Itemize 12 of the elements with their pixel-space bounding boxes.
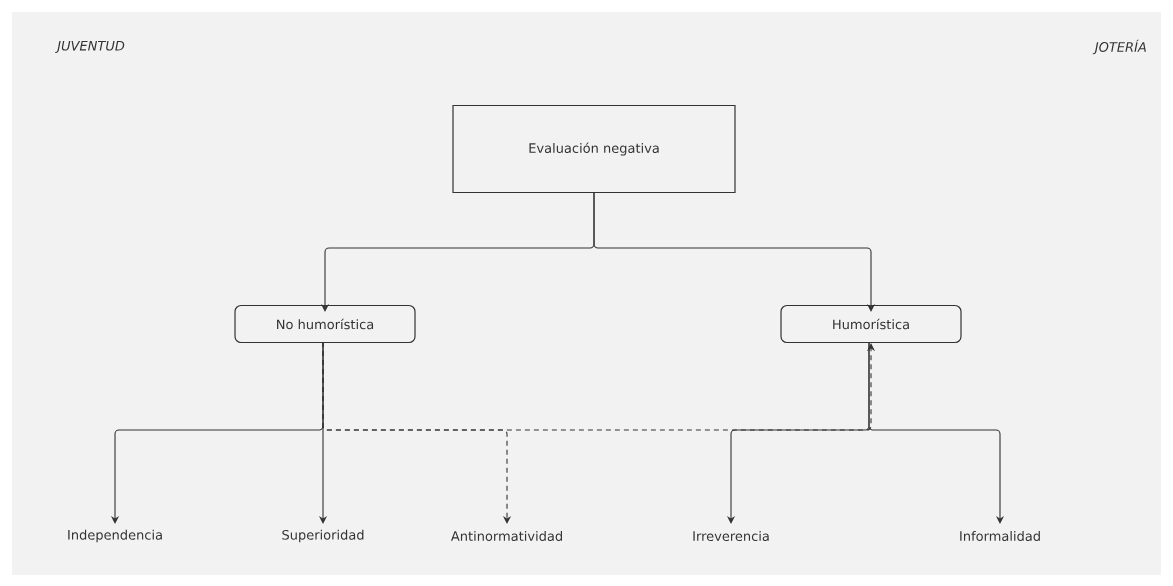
category-label: Irreverencia: [693, 530, 769, 542]
heading-label: JOTERÍA: [1092, 39, 1146, 55]
category-label: Antinormatividad: [450, 530, 562, 542]
heading-label: JUVENTUD: [55, 40, 125, 54]
category-label: Superioridad: [282, 529, 364, 543]
category-label: Independencia: [68, 529, 162, 543]
category-box: No humorística: [234, 304, 416, 344]
arrow: [593, 191, 876, 312]
category-box: Humorística: [780, 304, 962, 344]
category-label: Informalidad: [960, 530, 1040, 542]
arrow: [868, 341, 1005, 524]
process-box: Evaluación negativa: [452, 104, 736, 194]
